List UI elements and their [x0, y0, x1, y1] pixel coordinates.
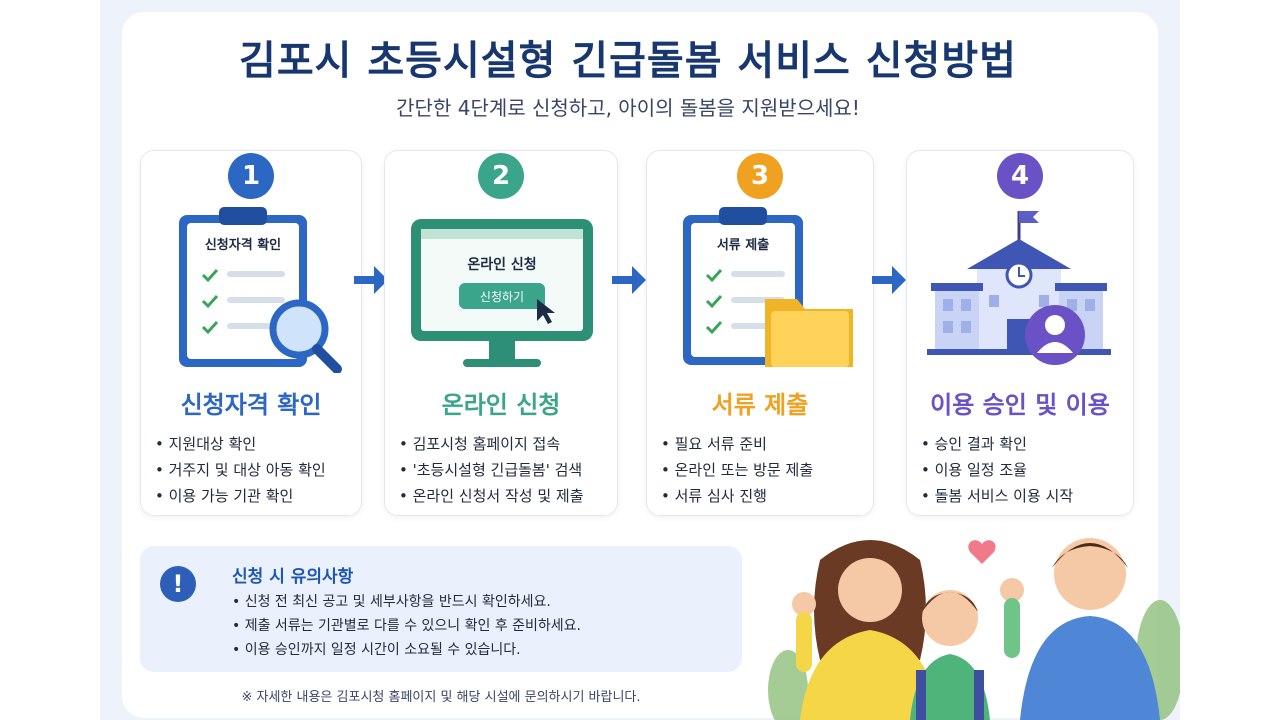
footnote: ※ 자세한 내용은 김포시청 홈페이지 및 해당 시설에 문의하시기 바랍니다.	[241, 690, 641, 705]
step-card-1: 1 신청자격 확인 신청자격 확인 지원대상 확인 거주지 및 대상 아동 확인…	[140, 150, 362, 516]
school-building-icon	[927, 211, 1111, 365]
list-item: 온라인 또는 방문 제출	[661, 457, 814, 483]
page-subtitle: 간단한 4단계로 신청하고, 아이의 돌봄을 지원받으세요!	[396, 96, 860, 120]
step-number-badge: 1	[228, 153, 274, 199]
notice-list: 신청 전 최신 공고 및 세부사항을 반드시 확인하세요. 제출 서류는 기관별…	[232, 590, 581, 662]
arrow-right-icon	[354, 266, 388, 294]
step-title: 서류 제출	[711, 391, 809, 419]
step-title: 온라인 신청	[441, 391, 561, 419]
list-item: 온라인 신청서 작성 및 제출	[399, 483, 584, 509]
step-number-badge: 3	[737, 153, 783, 199]
screen-button-label: 신청하기	[480, 290, 524, 304]
step-card-3: 3 서류 제출 서류 제출 필요 서류 준비 온라인 또는 방문 제출 서류 심…	[646, 150, 874, 516]
step-title: 이용 승인 및 이용	[930, 391, 1110, 419]
monitor-icon: 온라인 신청 신청하기	[411, 219, 593, 367]
step-bullet-list: 승인 결과 확인 이용 일정 조율 돌봄 서비스 이용 시작	[921, 431, 1074, 509]
step-number-badge: 4	[997, 153, 1043, 199]
screen-label: 온라인 신청	[467, 256, 536, 273]
list-item: 김포시청 홈페이지 접속	[399, 431, 584, 457]
arrow-right-icon	[612, 266, 646, 294]
step-bullet-list: 지원대상 확인 거주지 및 대상 아동 확인 이용 가능 기관 확인	[155, 431, 326, 509]
exclamation-icon: !	[160, 566, 196, 602]
step-bullet-list: 필요 서류 준비 온라인 또는 방문 제출 서류 심사 진행	[661, 431, 814, 509]
list-item: 거주지 및 대상 아동 확인	[155, 457, 326, 483]
notice-title: 신청 시 유의사항	[232, 567, 354, 587]
list-item: 이용 가능 기관 확인	[155, 483, 326, 509]
step-title: 신청자격 확인	[180, 391, 322, 419]
page-title: 김포시 초등시설형 긴급돌봄 서비스 신청방법	[239, 38, 1017, 84]
step-number-badge: 2	[478, 153, 524, 199]
list-item: 이용 일정 조율	[921, 457, 1073, 483]
clipboard-label: 신청자격 확인	[205, 237, 281, 253]
step-bullet-list: 김포시청 홈페이지 접속 '초등시설형 긴급돌봄' 검색 온라인 신청서 작성 …	[399, 431, 584, 509]
clipboard-label: 서류 제출	[717, 237, 769, 253]
list-item: 필요 서류 준비	[661, 431, 813, 457]
step-card-4: 4 이용 승인 및 이용 승인 결과 확인 이용 일정 조율 돌봄 서비스 이용…	[906, 150, 1134, 516]
list-item: 돌봄 서비스 이용 시작	[921, 483, 1074, 509]
notice-box: ! 신청 시 유의사항 신청 전 최신 공고 및 세부사항을 반드시 확인하세요…	[140, 546, 742, 672]
list-item: 이용 승인까지 일정 시간이 소요될 수 있습니다.	[232, 638, 581, 662]
list-item: 제출 서류는 기관별로 다를 수 있으니 확인 후 준비하세요.	[232, 614, 581, 638]
clipboard-magnifier-icon: 신청자격 확인	[179, 207, 342, 373]
list-item: 서류 심사 진행	[661, 483, 813, 509]
step-card-2: 2 온라인 신청 신청하기 온라인 신청 김포시청 홈페이지 접속 '초등시설형…	[384, 150, 618, 516]
list-item: 신청 전 최신 공고 및 세부사항을 반드시 확인하세요.	[232, 590, 581, 614]
clipboard-folder-icon: 서류 제출	[683, 207, 853, 367]
arrow-right-icon	[872, 266, 906, 294]
apply-button-illustration	[459, 283, 545, 309]
family-illustration	[768, 538, 1180, 720]
list-item: 승인 결과 확인	[921, 431, 1073, 457]
list-item: '초등시설형 긴급돌봄' 검색	[399, 457, 584, 483]
heart-icon	[968, 540, 996, 564]
list-item: 지원대상 확인	[155, 431, 326, 457]
